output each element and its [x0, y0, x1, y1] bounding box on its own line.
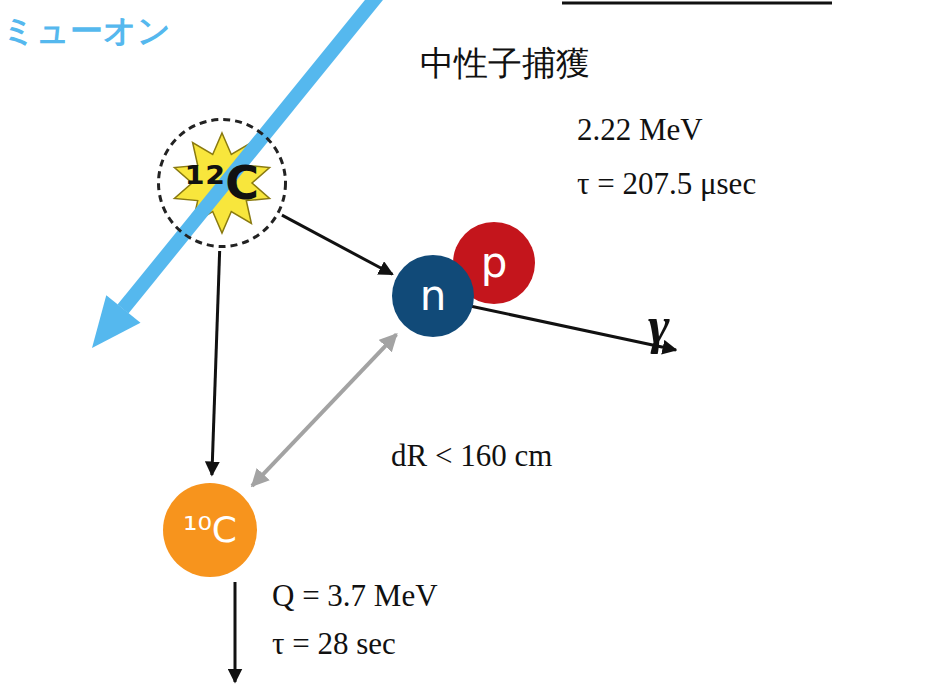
- circle-shape: [392, 255, 474, 337]
- node-label: ¹²C: [185, 158, 259, 209]
- gamma-symbol: γ: [648, 296, 670, 356]
- muon-arrowhead: [92, 295, 141, 348]
- connector-arrow: [212, 251, 220, 475]
- neutron-circle: n: [392, 255, 474, 337]
- connector-arrow: [282, 215, 393, 274]
- energy-value: 2.22 MeV: [577, 112, 703, 148]
- connector-arrow: [252, 334, 396, 485]
- carbon12-circle: ¹²C: [157, 118, 287, 248]
- lifetime-value: τ = 28 sec: [272, 626, 396, 662]
- lifetime-value: τ = 207.5 μsec: [577, 166, 756, 202]
- node-label: n: [420, 273, 447, 319]
- decay-arrow: [234, 582, 237, 682]
- process-name: 中性子捕獲: [420, 44, 590, 83]
- carbon10-circle: ¹⁰C: [163, 483, 257, 577]
- node-label: p: [481, 240, 508, 286]
- node-label: ¹⁰C: [183, 510, 237, 550]
- title-underline: [562, 2, 832, 5]
- gamma-arrow: [470, 306, 676, 350]
- particle-name: ミューオン: [2, 12, 171, 50]
- circle-shape: [163, 483, 257, 577]
- circle-shape: [159, 120, 286, 247]
- q-value: Q = 3.7 MeV: [272, 578, 438, 614]
- distance-cut: dR < 160 cm: [388, 438, 555, 474]
